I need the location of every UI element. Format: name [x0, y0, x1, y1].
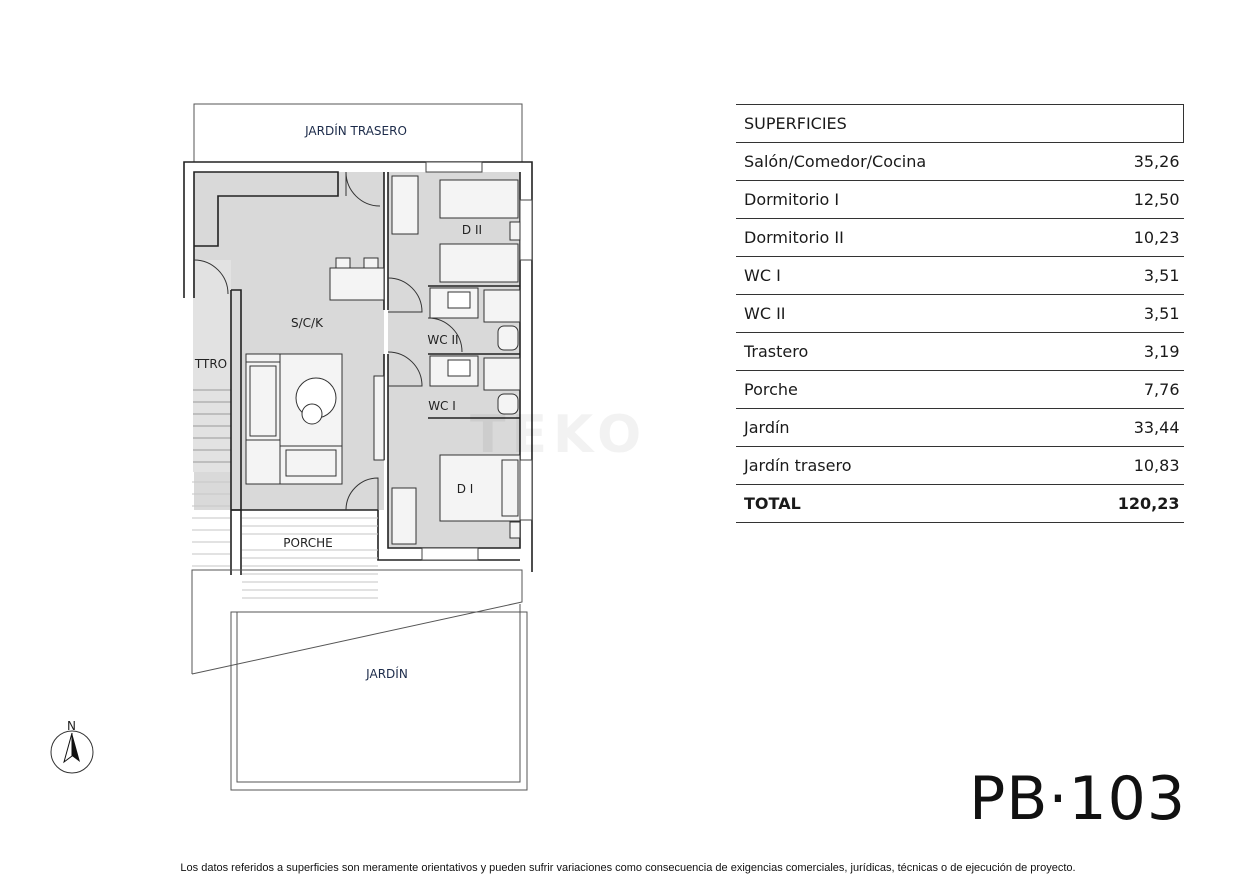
table-header-row: SUPERFICIES — [736, 104, 1184, 143]
row-value: 3,51 — [1060, 256, 1184, 295]
row-label: WC I — [736, 256, 1061, 295]
row-value: 35,26 — [1060, 142, 1184, 181]
label-wc-1: WC I — [428, 399, 456, 413]
porch-decking — [192, 481, 378, 599]
storage-stairs — [193, 389, 231, 463]
row-value: 3,19 — [1060, 332, 1184, 371]
row-label: Porche — [736, 370, 1061, 409]
walls — [183, 161, 533, 575]
disclaimer-text: Los datos referidos a superficies son me… — [180, 862, 1076, 874]
bedroom-1-furniture — [391, 454, 521, 545]
doors — [193, 171, 463, 511]
label-bedroom-1: D I — [457, 482, 474, 496]
row-label: Jardín — [736, 408, 1061, 447]
row-label: Dormitorio I — [736, 180, 1061, 219]
total-label: TOTAL — [736, 484, 1061, 523]
watermark-logo: TEKO — [470, 405, 648, 465]
label-bedroom-2: D II — [462, 223, 482, 237]
label-storage: TTRO — [194, 357, 227, 371]
row-value: 12,50 — [1060, 180, 1184, 219]
unit-code: PB·103 — [969, 764, 1186, 834]
living-furniture — [245, 257, 385, 485]
bedroom-2-furniture — [391, 175, 521, 283]
row-value: 7,76 — [1060, 370, 1184, 409]
bathroom-fixtures — [429, 287, 521, 415]
compass-north-label: N — [67, 719, 76, 733]
table-header: SUPERFICIES — [736, 104, 1184, 143]
label-wc-2: WC II — [427, 333, 458, 347]
row-value: 10,83 — [1060, 446, 1184, 485]
storage-room — [193, 260, 231, 472]
row-label: Trastero — [736, 332, 1061, 371]
floor-plan: JARDÍN TRASERO D II S/C/K WC II TTRO WC … — [50, 103, 533, 791]
row-value: 10,23 — [1060, 218, 1184, 257]
label-living: S/C/K — [291, 316, 324, 330]
label-rear-garden: JARDÍN TRASERO — [304, 123, 407, 138]
row-value: 3,51 — [1060, 294, 1184, 333]
row-label: Jardín trasero — [736, 446, 1061, 485]
row-value: 33,44 — [1060, 408, 1184, 447]
north-compass-icon: N — [50, 719, 94, 774]
rear-garden-area — [193, 103, 523, 163]
label-porch: PORCHE — [283, 536, 332, 550]
label-garden: JARDÍN — [365, 666, 408, 681]
front-garden — [191, 569, 528, 791]
row-label: WC II — [736, 294, 1061, 333]
row-label: Salón/Comedor/Cocina — [736, 142, 1061, 181]
row-label: Dormitorio II — [736, 218, 1061, 257]
total-value: 120,23 — [1060, 484, 1184, 523]
